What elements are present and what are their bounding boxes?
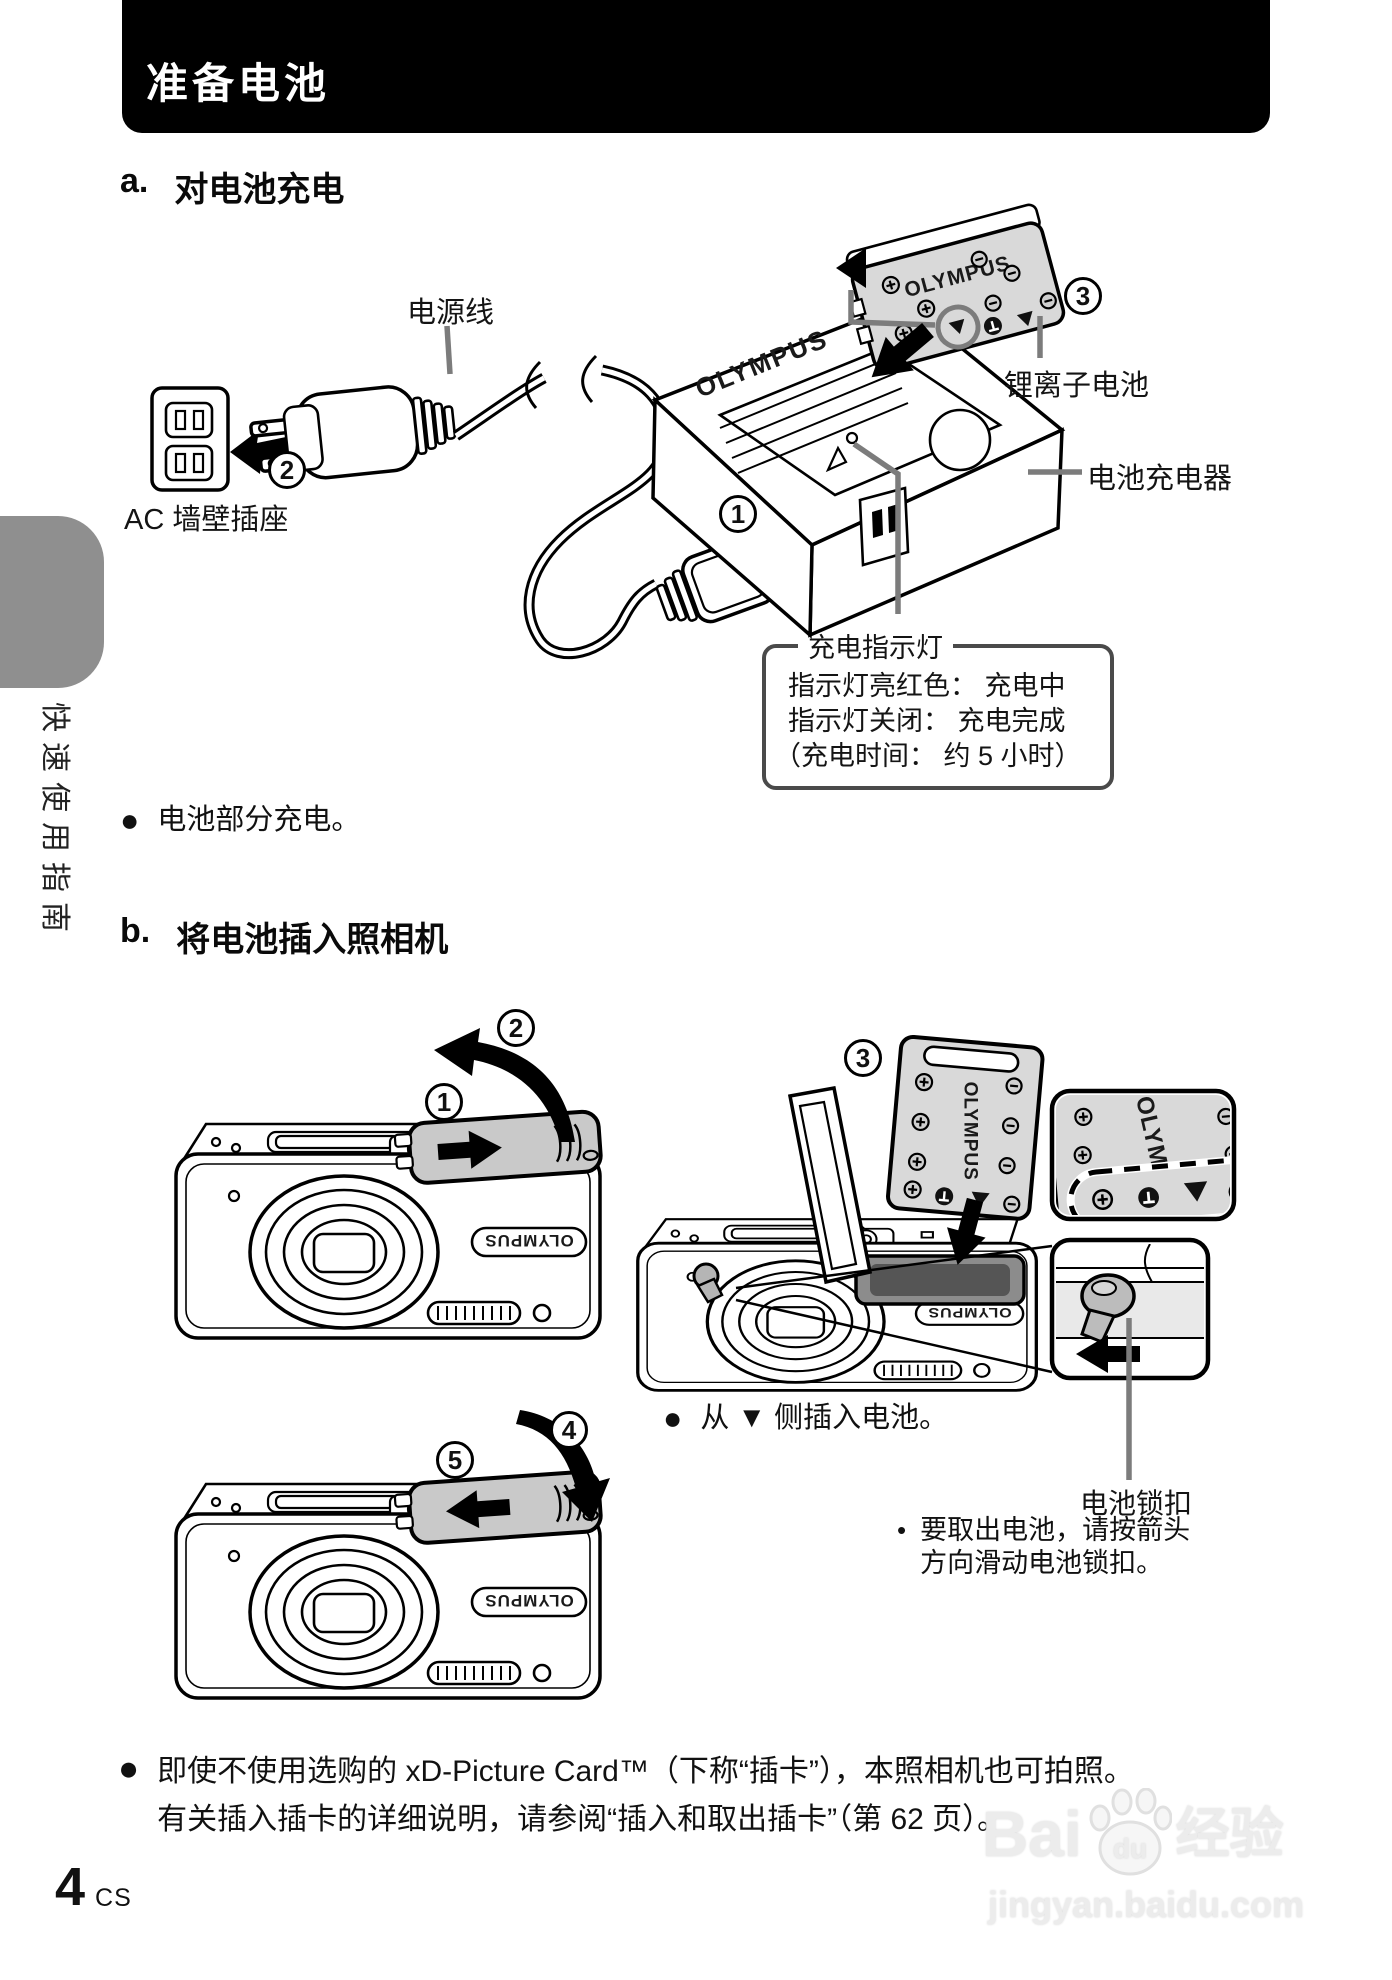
insert-note-text: 从 ▼ 侧插入电池。	[700, 1402, 949, 1434]
lock-note-line1: 要取出电池，请按箭头	[920, 1515, 1191, 1545]
arrow-close-cover	[516, 1410, 610, 1522]
note-battery-lock: • 要取出电池，请按箭头 方向滑动电池锁扣。	[897, 1514, 1190, 1580]
inset-battery-lock	[1049, 1237, 1211, 1381]
diagram-insert-battery: OLYMPUS	[174, 1028, 1237, 1700]
label-power-cord: 电源线	[407, 297, 495, 329]
orientation-triangle-icon	[836, 248, 866, 288]
power-cord-illustration	[452, 354, 671, 660]
page-number: 4 CS	[55, 1860, 132, 1914]
indicator-line2: 指示灯关闭： 充电完成	[788, 706, 1066, 736]
magnify-wedge-lines	[735, 1244, 1053, 1374]
note-xd-card: ● 即使不使用选购的 xD-Picture Card™（下称“插卡”），本照相机…	[118, 1748, 1134, 1844]
charger-illustration: OLYMPUS	[651, 299, 1066, 639]
watermark-brand: Bai du 经验	[982, 1788, 1284, 1880]
battery-compartment-inner	[870, 1264, 1010, 1296]
power-cord-leader	[444, 325, 453, 375]
indicator-leader	[852, 441, 901, 614]
watermark-bai: Bai	[982, 1798, 1082, 1870]
battery-cover-close	[392, 1468, 604, 1547]
note-insert-direction: ● 从 ▼ 侧插入电池。	[663, 1400, 948, 1436]
step-b5: 5	[436, 1441, 474, 1479]
footer-note-line1: 即使不使用选购的 xD-Picture Card™（下称“插卡”），本照相机也可…	[157, 1755, 1134, 1788]
page-number-value: 4	[55, 1857, 86, 1917]
battery-illustration: OLYMPUS	[845, 203, 1066, 371]
bullet-icon: ●	[663, 1400, 683, 1436]
step-a2: 2	[268, 451, 306, 489]
label-charger: 电池充电器	[1087, 463, 1233, 495]
watermark-du: du	[1112, 1833, 1146, 1864]
dot-icon: •	[897, 1515, 907, 1545]
arrow-step2	[230, 430, 290, 474]
step-b3: 3	[844, 1039, 882, 1077]
step-a3: 3	[1064, 277, 1102, 315]
step-b4: 4	[550, 1411, 588, 1449]
label-battery-lock: 电池锁扣	[1080, 1488, 1193, 1519]
arrow-open-cover	[434, 1028, 575, 1142]
paw-icon: du	[1089, 1788, 1172, 1876]
label-battery: 锂离子电池	[1004, 370, 1150, 402]
inset-battery-markings: OLYMPUS	[1049, 1088, 1237, 1222]
indicator-callout-box: 充电指示灯 指示灯亮红色： 充电中 指示灯关闭： 充电完成 （充电时间： 约 5…	[762, 626, 1114, 790]
note-a-text: 电池部分充电。	[157, 804, 361, 836]
step-b1: 1	[425, 1083, 463, 1121]
lock-note-line2: 方向滑动电池锁扣。	[920, 1548, 1164, 1578]
bullet-icon: ●	[120, 802, 140, 838]
indicator-line3: （充电时间： 约 5 小时）	[774, 741, 1082, 771]
battery-b-brand-text: OLYMPUS	[959, 1082, 980, 1181]
heading-a-letter: a.	[120, 162, 149, 200]
indicator-line1: 指示灯亮红色： 充电中	[788, 671, 1066, 701]
page-title: 准备电池	[146, 60, 331, 107]
note-battery-partial: ● 电池部分充电。	[120, 802, 360, 838]
indicator-legend: 充电指示灯	[808, 633, 943, 663]
footer-note-line2: 有关插入插卡的详细说明，请参阅“插入和取出插卡”（第 62 页）。	[157, 1803, 1008, 1836]
bullet-icon: ●	[118, 1749, 140, 1788]
orientation-callout-line	[848, 290, 936, 328]
section-header-bar: 准备电池	[122, 0, 1270, 133]
label-ac-outlet: AC 墙壁插座	[124, 504, 289, 536]
page-language-code: CS	[95, 1884, 132, 1912]
heading-section-a: a. 对电池充电	[120, 162, 344, 211]
heading-a-title: 对电池充电	[174, 171, 345, 209]
watermark-jingyan: 经验	[1175, 1804, 1284, 1864]
heading-b-title: 将电池插入照相机	[176, 921, 449, 959]
watermark-url: jingyan.baidu.com	[988, 1884, 1305, 1925]
heading-section-b: b. 将电池插入照相机	[120, 912, 448, 961]
chapter-tab	[0, 516, 104, 688]
step-a1: 1	[719, 495, 757, 533]
heading-b-letter: b.	[120, 912, 151, 950]
step-b2: 2	[497, 1009, 535, 1047]
chapter-label: 快速使用指南	[38, 702, 71, 942]
ac-outlet-illustration	[150, 386, 230, 492]
diagram-charging: OLYMPUS OLYMPUS	[150, 203, 1082, 660]
battery-insert-illustration: OLYMPUS	[886, 1035, 1045, 1221]
